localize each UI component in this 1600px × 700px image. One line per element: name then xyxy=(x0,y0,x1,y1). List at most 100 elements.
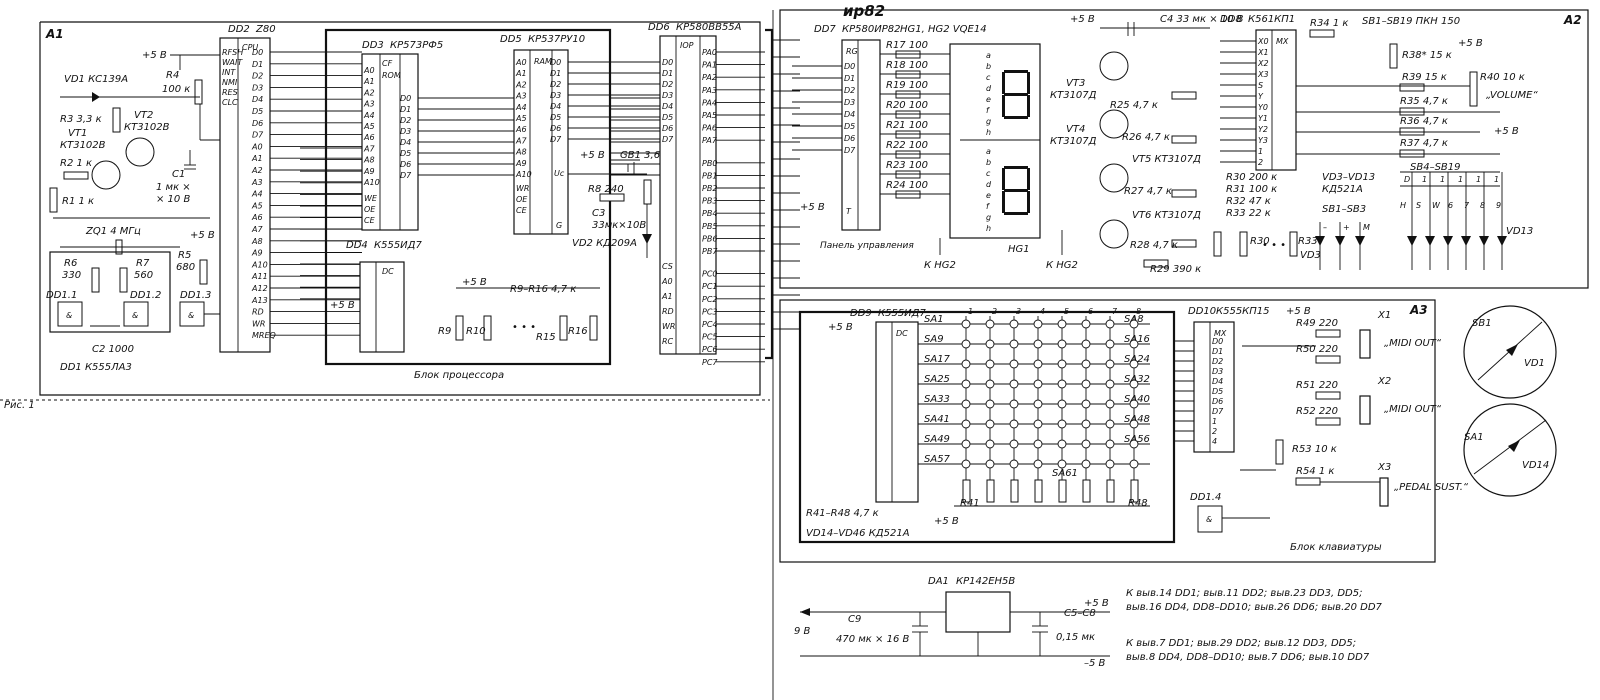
vt2-label: VT2 xyxy=(134,110,153,121)
block-a2-frame: A2 xyxy=(779,9,1589,289)
dd10-pin-6: D6 xyxy=(1212,397,1223,406)
matrix-node-6-0 xyxy=(961,439,971,449)
seg-res-label-4: R21 100 xyxy=(886,120,928,131)
matrix-node-2-1 xyxy=(985,359,995,369)
r15-label: R15 xyxy=(536,332,556,343)
c1-value-1: 1 мк × xyxy=(156,182,191,193)
sb1-detail-label: SB1 xyxy=(1472,318,1492,329)
dd2-ref: DD2 xyxy=(228,24,250,35)
dd5-right-pins-3-label: D3 xyxy=(550,91,561,100)
r7-label: R7 xyxy=(136,258,150,269)
dd6-right-pins-9-label: PB1 xyxy=(702,171,717,180)
dd5-ref: DD5 xyxy=(500,34,522,45)
dd2-right-pins-1-label: D1 xyxy=(252,60,263,69)
hg-seg-1-6: g xyxy=(986,213,991,222)
r54-label: R54 1 к xyxy=(1296,466,1334,477)
matrix-node-1-4 xyxy=(1057,339,1067,349)
r30-val: R30 200 к xyxy=(1226,172,1277,183)
sa-right-1: SA16 xyxy=(1124,334,1150,345)
matrix-node-6-2 xyxy=(1009,439,1019,449)
dd2-part: Z80 xyxy=(255,24,276,35)
dd5-left-pins-10-label: A10 xyxy=(515,170,532,179)
detail-sa1-vd14: SA1 VD14 xyxy=(1463,403,1557,497)
r4-label: R4 xyxy=(166,70,179,81)
dd3-func: CF xyxy=(382,59,393,68)
dd5-left-pins-9-label: A9 xyxy=(515,159,527,168)
dd7-ref: DD7 xyxy=(814,24,836,35)
dd2-right-pins-7-label: D7 xyxy=(252,131,264,140)
matrix-node-2-2 xyxy=(1009,359,1019,369)
chip-dd5: DD5 КР537РУ10 RAM Uc G A0A1A2A3A4A5A6A7A… xyxy=(500,34,660,235)
dd8-pin-9: Y3 xyxy=(1258,136,1268,145)
dd5-right-pins-7-label: D7 xyxy=(550,135,562,144)
battery-backup: +5 В GB1 3,6 В R8 240 C3 33мк×10В VD2 КД… xyxy=(568,150,670,258)
dd6-left-pins-13-label: RC xyxy=(662,337,674,346)
panel-top-2: 1 xyxy=(1440,175,1445,184)
dd3-ctrl-pins-0-label: WE xyxy=(364,194,378,203)
block-a1-caption: Блок процессора xyxy=(414,370,504,381)
dd5-left-pins-0-label: A0 xyxy=(515,58,527,67)
sb-header: SB1–SB19 ПКН 150 xyxy=(1362,16,1460,27)
r36-label: R36 4,7 к xyxy=(1400,116,1448,127)
sa-left-0: SA1 xyxy=(924,314,944,325)
dd8-pin-0: X0 xyxy=(1257,37,1269,46)
r6-value: 330 xyxy=(62,270,81,281)
dd2-left-pins-2-label: INT xyxy=(222,68,236,77)
c9-value: 470 мк × 16 В xyxy=(836,634,909,645)
matrix-node-2-3 xyxy=(1033,359,1043,369)
matrix-node-4-7 xyxy=(1129,399,1139,409)
seg-res-label-0: R17 100 xyxy=(886,40,928,51)
dd4-vcc: +5 В xyxy=(330,300,355,311)
power-note-1: К выв.14 DD1; выв.11 DD2; выв.23 DD3, DD… xyxy=(1126,588,1362,599)
vd2-label: VD2 КД209А xyxy=(572,238,637,249)
r9-r16-label: R9–R16 4,7 к xyxy=(510,284,576,295)
dd5-left-pins-7-label: A7 xyxy=(515,136,527,145)
chip-dd6: DD6 КР580ВВ55А IOP D0D1D2D3D4D5D6D7CSA0A… xyxy=(648,22,765,367)
r48-label: R48 xyxy=(1128,498,1148,509)
dd6-right-pins-16-label: PC0 xyxy=(702,270,718,279)
dd6-right-pins-0-label: PA0 xyxy=(702,48,717,57)
matrix-node-5-7 xyxy=(1129,419,1139,429)
seven-segment-digit-2 xyxy=(1002,166,1030,215)
dd8-pin-11: 2 xyxy=(1258,158,1263,167)
panel-top-1: 1 xyxy=(1422,175,1427,184)
r28-label: R28 4,7 к xyxy=(1130,240,1178,251)
dd3-left-pins-9-label: A9 xyxy=(363,167,375,176)
midi-out-1: „MIDI OUT“ xyxy=(1384,338,1442,349)
r9-label: R9 xyxy=(438,326,451,337)
sb-diode-1 xyxy=(1335,236,1345,246)
dd6-left-pins-4-label: D4 xyxy=(662,102,673,111)
matrix-node-2-5 xyxy=(1081,359,1091,369)
r53-label: R53 10 к xyxy=(1292,444,1337,455)
matrix-node-4-3 xyxy=(1033,399,1043,409)
dd10-pin-5: D5 xyxy=(1212,387,1223,396)
dd5-right-pins-0-label: D0 xyxy=(550,58,561,67)
r38-label: R38* 15 к xyxy=(1402,50,1452,61)
pedal-label: „PEDAL SUST.“ xyxy=(1394,482,1469,493)
panel-top-5: 1 xyxy=(1494,175,1499,184)
seg-res-6 xyxy=(895,170,921,179)
da1-part: КР142ЕН5В xyxy=(956,576,1015,587)
panel-key-3: 6 xyxy=(1448,201,1453,210)
vt4-label: VT4 xyxy=(1066,124,1085,135)
pullup-resistors: +5 В R9–R16 4,7 к R9 R10 R15 R16 • • • xyxy=(438,277,600,343)
detail-sb1-vd1: SB1 VD1 xyxy=(1463,305,1557,399)
dd6-left-pins-0-label: D0 xyxy=(662,58,673,67)
dd2-right-pins-10-label: A2 xyxy=(251,166,263,175)
dd2-right-pins-0-label: D0 xyxy=(252,48,263,57)
r32-val: R32 47 к xyxy=(1226,196,1271,207)
hg-seg-1-5: f xyxy=(986,202,990,211)
dd2-right-pins-22-label: RD xyxy=(252,308,264,317)
chip-dd9: DD9 К555ИД7 DC +5 В xyxy=(828,308,926,503)
dd8-part: К561КП1 xyxy=(1248,14,1295,25)
panel-diode-4 xyxy=(1479,236,1489,246)
dd8-pin-6: Y0 xyxy=(1258,103,1268,112)
dd10-pin-9: 2 xyxy=(1212,427,1217,436)
panel-diode-3 xyxy=(1461,236,1471,246)
seg-res-label-6: R23 100 xyxy=(886,160,928,171)
r4-value: 100 к xyxy=(162,84,190,95)
matrix-node-7-2 xyxy=(1009,459,1019,469)
dd1-1-sym: & xyxy=(66,311,72,320)
vd3-vd13-label: VD3–VD13 xyxy=(1322,172,1375,183)
